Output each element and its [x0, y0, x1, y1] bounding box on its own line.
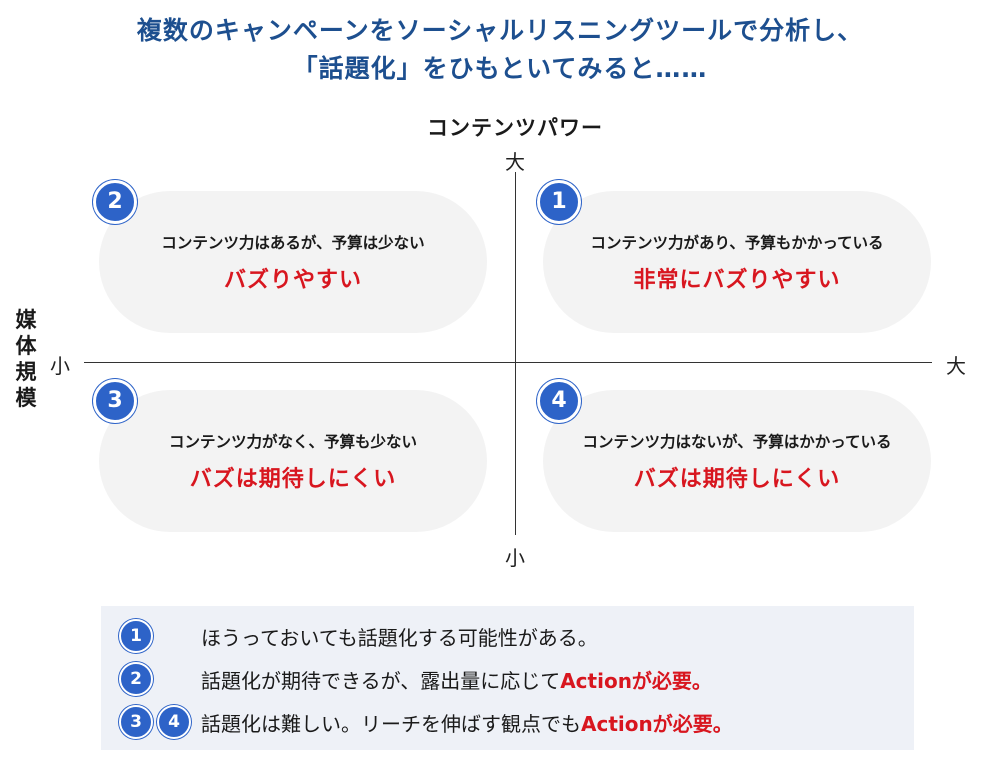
- axis-title-media-scale-text: 媒体規模: [15, 308, 37, 410]
- quadrant-4: コンテンツ力はないが、予算はかかっている バズは期待しにくい: [543, 390, 931, 532]
- legend-row-1-badge: 1: [119, 619, 153, 653]
- quadrant-1-description: コンテンツ力があり、予算もかかっている: [590, 234, 884, 252]
- axis-tick-left: 小: [50, 354, 70, 378]
- legend-row-3: 3 4 話題化は難しい。リーチを伸ばす観点でもActionが必要。: [101, 704, 914, 740]
- title-line-2: 「話題化」をひもといてみると……: [292, 54, 708, 83]
- horizontal-axis-line: [84, 362, 932, 363]
- quadrant-4-description: コンテンツ力はないが、予算はかかっている: [582, 433, 892, 451]
- quadrant-3-verdict: バズは期待しにくい: [189, 467, 397, 492]
- axis-tick-bottom: 小: [505, 546, 525, 570]
- quadrant-2: コンテンツ力はあるが、予算は少ない バズりやすい: [99, 191, 487, 333]
- page-title: 複数のキャンペーンをソーシャルリスニングツールで分析し、 「話題化」をひもといて…: [0, 12, 1000, 88]
- axis-tick-right: 大: [946, 354, 966, 378]
- title-line-1: 複数のキャンペーンをソーシャルリスニングツールで分析し、: [136, 16, 864, 45]
- quadrant-2-verdict: バズりやすい: [223, 268, 362, 293]
- quadrant-3: コンテンツ力がなく、予算も少ない バズは期待しにくい: [99, 390, 487, 532]
- legend-row-2-highlight: Actionが必要。: [560, 669, 712, 693]
- axis-title-media-scale: 媒体規模: [12, 307, 40, 411]
- quadrant-4-number-badge: 4: [537, 379, 581, 423]
- quadrant-2-number-badge: 2: [93, 180, 137, 224]
- legend-box: 1 ほうっておいても話題化する可能性がある。 2 話題化が期待できるが、露出量に…: [101, 606, 914, 750]
- quadrant-1: コンテンツ力があり、予算もかかっている 非常にバズりやすい: [543, 191, 931, 333]
- quadrant-2-description: コンテンツ力はあるが、予算は少ない: [161, 234, 425, 252]
- legend-row-2-badge: 2: [119, 662, 153, 696]
- legend-row-3-body: 話題化は難しい。リーチを伸ばす観点でも: [201, 712, 581, 736]
- legend-row-2: 2 話題化が期待できるが、露出量に応じてActionが必要。: [101, 661, 914, 697]
- legend-row-1-text: ほうっておいても話題化する可能性がある。: [201, 622, 598, 651]
- legend-row-3-highlight: Actionが必要。: [581, 712, 733, 736]
- legend-row-3-badge-a: 3: [119, 705, 153, 739]
- quadrant-3-number-badge: 3: [93, 379, 137, 423]
- vertical-axis-line: [515, 172, 516, 535]
- quadrant-3-description: コンテンツ力がなく、予算も少ない: [168, 433, 417, 451]
- quadrant-1-verdict: 非常にバズりやすい: [633, 268, 841, 293]
- axis-tick-top: 大: [505, 150, 525, 174]
- quadrant-4-verdict: バズは期待しにくい: [633, 467, 841, 492]
- legend-row-2-text: 話題化が期待できるが、露出量に応じてActionが必要。: [201, 665, 712, 694]
- legend-row-1: 1 ほうっておいても話題化する可能性がある。: [101, 618, 914, 654]
- legend-row-3-badge-b: 4: [157, 705, 191, 739]
- legend-row-1-body: ほうっておいても話題化する可能性がある。: [201, 626, 598, 650]
- legend-row-2-body: 話題化が期待できるが、露出量に応じて: [201, 669, 561, 693]
- legend-row-3-text: 話題化は難しい。リーチを伸ばす観点でもActionが必要。: [201, 708, 733, 737]
- quadrant-1-number-badge: 1: [537, 180, 581, 224]
- axis-title-content-power: コンテンツパワー: [427, 116, 603, 140]
